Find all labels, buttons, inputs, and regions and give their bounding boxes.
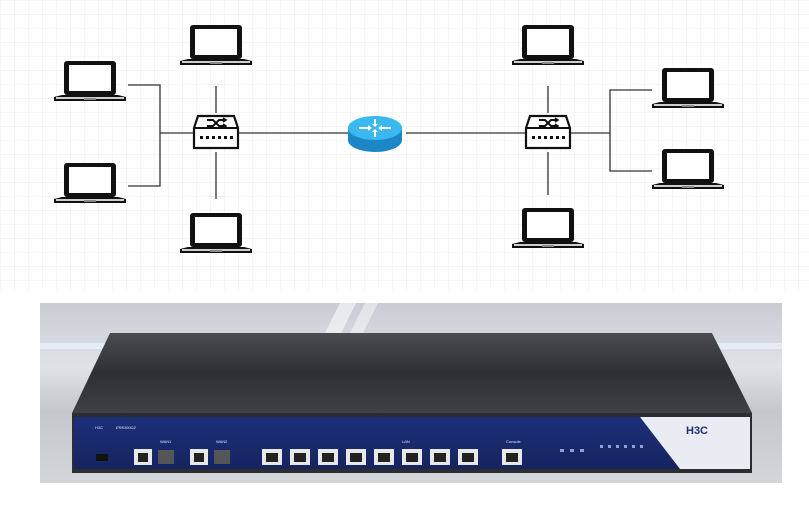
links xyxy=(128,84,652,199)
wan2-group: WAN2 xyxy=(190,439,230,465)
laptop-left-top-icon xyxy=(54,61,126,101)
laptop-right-top-icon xyxy=(652,68,724,108)
switch-left-icon xyxy=(192,114,240,150)
switch-right-icon xyxy=(524,114,572,150)
laptop-right-bottom-icon xyxy=(652,149,724,189)
brand-left-label: H3C xyxy=(95,425,103,430)
svg-text:WAN2: WAN2 xyxy=(216,439,228,444)
laptop-switch2-bottom-icon xyxy=(512,208,584,248)
svg-text:LAN: LAN xyxy=(402,439,410,444)
model-label: ER8300G2 xyxy=(116,425,137,430)
svg-text:Console: Console xyxy=(506,439,521,444)
usb-port xyxy=(96,454,108,461)
network-diagram xyxy=(0,0,809,290)
laptop-switch1-top-icon xyxy=(180,25,252,65)
lan-ports: LAN xyxy=(262,439,478,465)
laptop-switch2-top-icon xyxy=(512,25,584,65)
laptop-left-bottom-icon xyxy=(54,163,126,203)
console-port: Console xyxy=(502,439,522,465)
status-leds xyxy=(560,445,643,452)
svg-text:WAN1: WAN1 xyxy=(160,439,172,444)
router-icon xyxy=(348,116,402,152)
laptop-switch1-bottom-icon xyxy=(180,213,252,253)
wan1-group: WAN1 xyxy=(134,439,174,465)
brand-logo: H3C xyxy=(686,425,708,437)
router-device-photo: H3C ER8300G2 H3C WAN1 WAN2 LAN xyxy=(40,303,782,483)
